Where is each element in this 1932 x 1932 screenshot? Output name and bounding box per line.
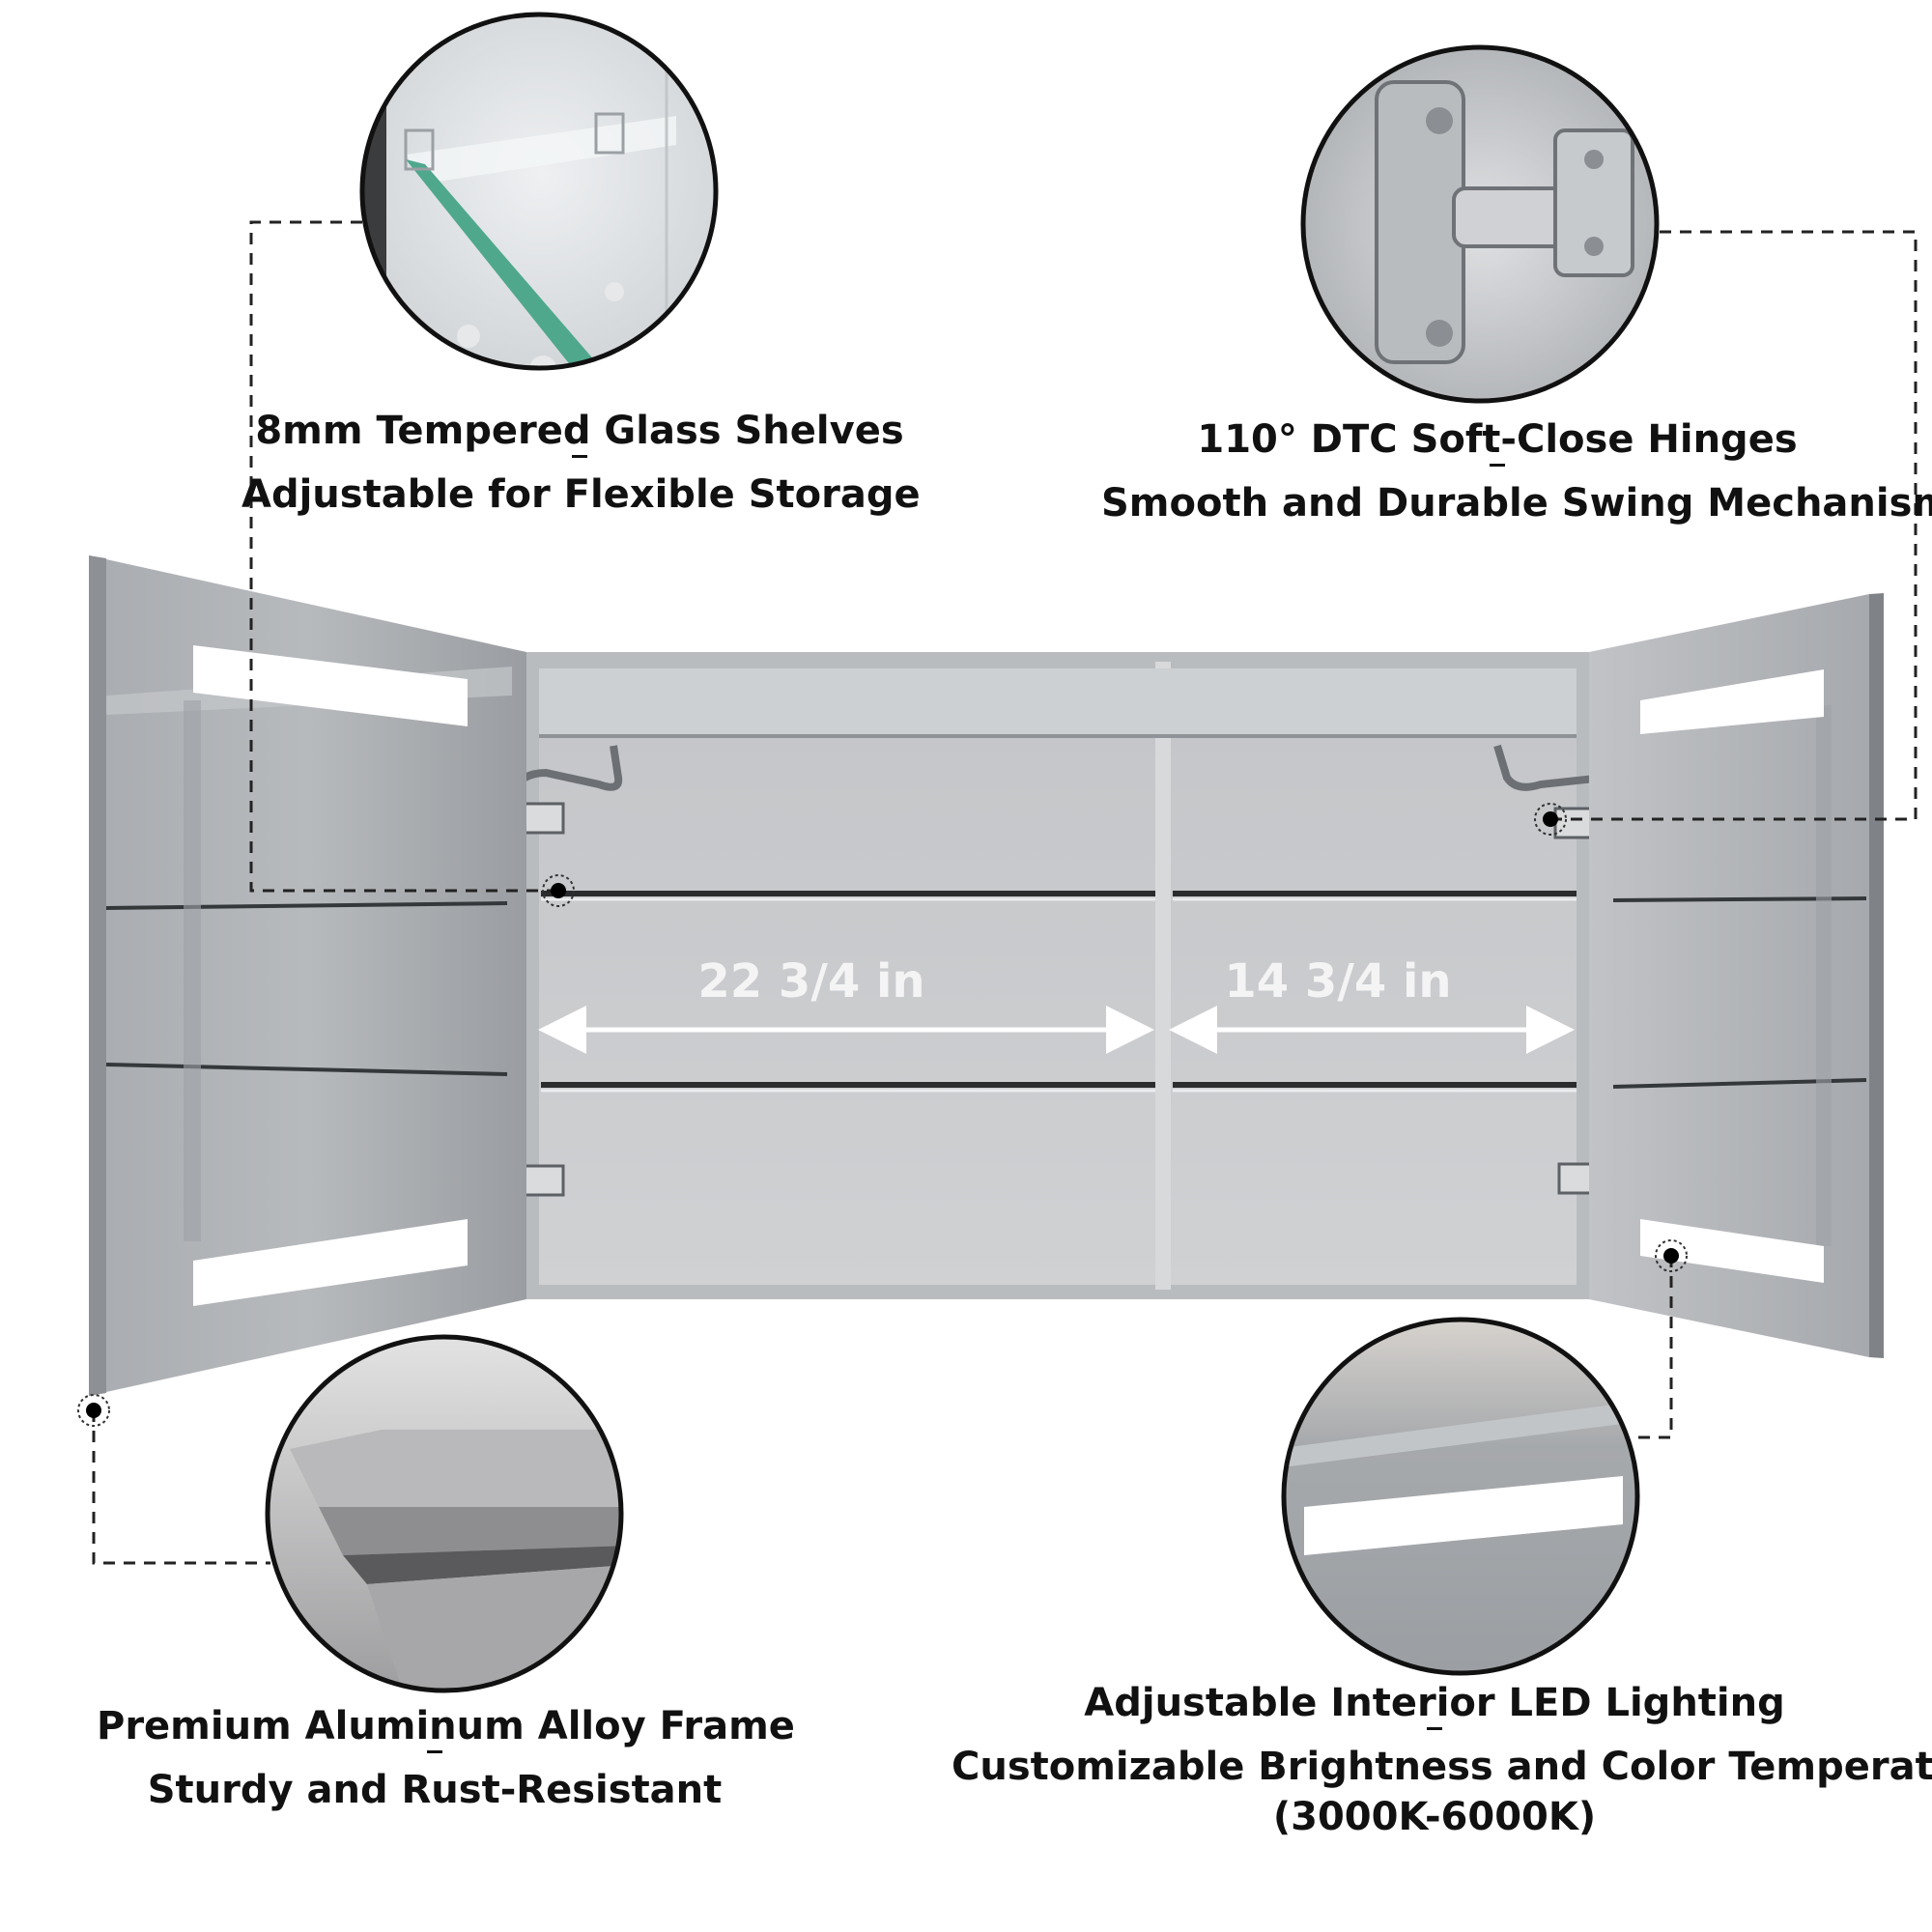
right-width-label: 14 3/4 in	[1224, 954, 1452, 1009]
shelves-caption-line1: 8mm Tempered Glass Shelves	[255, 409, 904, 453]
hinges-caption-line2: Smooth and Durable Swing Mechanism	[1101, 481, 1932, 526]
top-panel	[539, 668, 1577, 736]
callout-anchors	[77, 803, 1688, 1427]
hinges-caption-line1: 110° DTC Soft-Close Hinges	[1197, 417, 1798, 462]
right-door-led-top	[1640, 669, 1824, 734]
left-width-label: 22 3/4 in	[697, 954, 925, 1009]
shelves-caption: 8mm Tempered Glass Shelves Adjustable fo…	[242, 399, 921, 526]
lighting-caption-line2: Customizable Brightness and Color Temper…	[952, 1745, 1932, 1789]
cabinet-interior-left	[539, 668, 1155, 1285]
lighting-caption: Adjustable Interior LED Lighting Customi…	[952, 1671, 1932, 1849]
right-door	[1589, 594, 1869, 1357]
lighting-caption-line1: Adjustable Interior LED Lighting	[1084, 1681, 1785, 1725]
led-strip-icon	[1281, 1317, 1640, 1676]
center-divider	[1155, 662, 1171, 1290]
frame-caption-line2: Sturdy and Rust-Resistant	[147, 1768, 723, 1812]
hinge-icon	[1300, 44, 1660, 404]
glass-shelves	[541, 891, 1577, 1093]
aluminum-frame-icon	[265, 1334, 624, 1693]
callout-leaders	[92, 220, 1918, 1565]
lighting-caption-line3: (3000K-6000K)	[1272, 1795, 1597, 1839]
led-cable-right	[1493, 744, 1605, 791]
shelves-caption-line2: Adjustable for Flexible Storage	[242, 472, 921, 517]
left-door-led-bottom	[193, 1219, 468, 1306]
left-door-led-top	[193, 645, 468, 726]
hinges-caption: 110° DTC Soft-Close Hinges Smooth and Du…	[1101, 408, 1932, 535]
frame-caption-line1: Premium Aluminum Alloy Frame	[97, 1704, 795, 1748]
frame-caption: Premium Aluminum Alloy Frame Sturdy and …	[97, 1694, 795, 1822]
glass-shelf-icon	[359, 12, 719, 371]
right-door-led-bottom	[1640, 1219, 1824, 1283]
